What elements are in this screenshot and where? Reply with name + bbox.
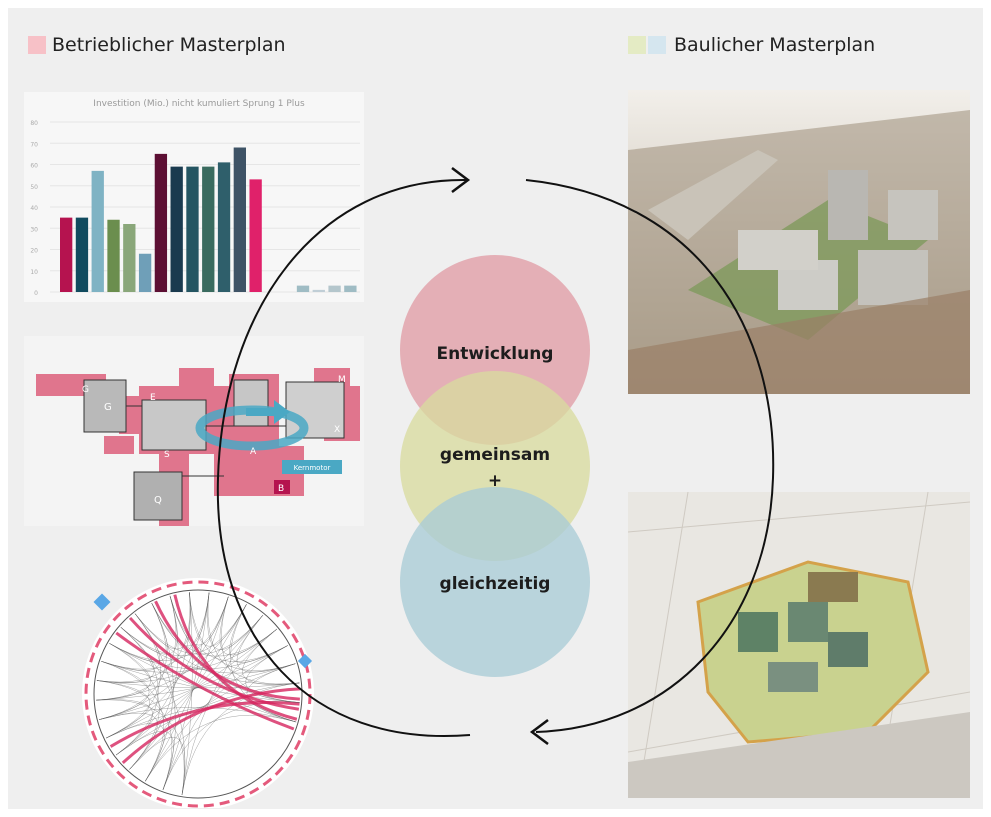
chord-line xyxy=(181,682,300,795)
diagram-panel: Betrieblicher Masterplan Baulicher Maste… xyxy=(8,8,983,810)
y-tick-label: 20 xyxy=(30,248,38,255)
bar xyxy=(154,153,168,292)
bar xyxy=(217,162,231,292)
chord-line xyxy=(99,707,297,723)
arrowhead-left-icon xyxy=(529,719,549,745)
y-tick-label: 50 xyxy=(30,184,38,191)
y-tick-label: 80 xyxy=(30,120,38,127)
bar xyxy=(344,285,357,292)
zone-badge xyxy=(274,480,290,494)
bar-chart-title: Investition (Mio.) nicht kumuliert Sprun… xyxy=(93,99,305,109)
chord-line xyxy=(109,596,229,661)
zone-frame xyxy=(233,379,269,427)
legend-baulicher: Baulicher Masterplan xyxy=(628,34,875,56)
chord-highlight xyxy=(128,616,300,711)
chord-line xyxy=(189,592,296,671)
site-plan xyxy=(628,492,970,798)
cycle-arrows xyxy=(216,167,775,745)
zone-frame xyxy=(133,471,183,521)
venn-label-gleichzeitig: gleichzeitig xyxy=(439,574,551,594)
bar xyxy=(249,179,262,292)
chord-line xyxy=(101,661,165,782)
chord-line xyxy=(96,592,191,683)
venn-label-gemeinsam: gemeinsam xyxy=(439,445,551,465)
chord-inner-ring xyxy=(93,589,303,799)
legend-label-betrieblicher: Betrieblicher Masterplan xyxy=(52,34,286,56)
bar xyxy=(233,147,246,292)
bar xyxy=(91,170,104,292)
y-tick-label: 40 xyxy=(30,205,38,212)
chord-line xyxy=(109,643,160,770)
chord-line xyxy=(105,613,161,739)
chord-line xyxy=(96,595,177,701)
bar xyxy=(186,166,199,292)
y-tick-label: 60 xyxy=(30,163,38,170)
chord-line xyxy=(230,604,297,723)
zone-label: G xyxy=(82,385,89,395)
bar xyxy=(138,253,152,292)
chord-highlight xyxy=(173,594,298,721)
chord-line xyxy=(116,627,159,756)
venn-circle-gleichzeitig xyxy=(400,487,590,677)
zone-frame xyxy=(83,379,127,433)
chord-line xyxy=(145,715,297,782)
bar xyxy=(328,285,341,292)
zone-label: G xyxy=(104,402,112,413)
bar-chart-svg: Investition (Mio.) nicht kumuliert Sprun… xyxy=(30,99,360,297)
venn-label-entwicklung: Entwicklung xyxy=(436,344,554,364)
chord-line xyxy=(221,596,300,703)
aerial-photo xyxy=(628,90,970,394)
chord-highlight xyxy=(121,687,300,765)
zone-label: X xyxy=(334,425,340,435)
arrowhead-right-icon xyxy=(451,167,471,193)
motor-label: Kernmotor xyxy=(294,464,331,472)
y-tick-label: 0 xyxy=(34,290,38,297)
legend-swatch-green xyxy=(628,36,646,54)
zone-label: M xyxy=(338,375,346,385)
zone-label: S xyxy=(164,450,170,460)
y-tick-label: 70 xyxy=(30,141,38,148)
bar xyxy=(123,224,136,292)
chord-background xyxy=(82,578,314,810)
chord-line xyxy=(96,680,173,790)
zone-label: A xyxy=(250,447,257,457)
venn-label-plus: + xyxy=(487,471,503,491)
chord-line xyxy=(99,603,167,720)
zone-label: E xyxy=(150,393,156,403)
cycle-arc-right xyxy=(525,179,775,733)
zone-diagram-svg: G G E S A M X Q B Kernmotor xyxy=(36,368,360,526)
cycle-arc-left xyxy=(216,178,471,738)
chord-lines xyxy=(96,592,300,795)
chord-diagram xyxy=(48,570,338,810)
chord-diagram-svg xyxy=(82,578,314,810)
bar xyxy=(75,217,89,292)
legend-betrieblicher: Betrieblicher Masterplan xyxy=(28,34,286,56)
chord-outer-ring xyxy=(84,580,312,808)
chord-line xyxy=(207,592,300,685)
bar xyxy=(202,166,215,292)
site-plan-svg xyxy=(628,492,970,798)
bar xyxy=(107,219,120,292)
aerial-photo-svg xyxy=(628,90,970,394)
chord-highlight xyxy=(115,631,295,731)
y-tick-label: 30 xyxy=(30,226,38,233)
chord-marker xyxy=(93,593,111,611)
motor-tag xyxy=(282,460,342,474)
bar xyxy=(296,285,310,292)
bar xyxy=(312,289,325,292)
zone-block xyxy=(104,436,134,454)
zone-label: B xyxy=(278,484,284,494)
bar xyxy=(170,166,183,292)
zone-label: Q xyxy=(154,495,162,506)
legend-swatch-blue xyxy=(648,36,666,54)
legend-swatch-pink xyxy=(28,36,46,54)
zone-diagram: G G E S A M X Q B Kernmotor xyxy=(24,336,364,526)
venn-diagram xyxy=(400,255,590,677)
motor-arrow-icon xyxy=(246,400,290,424)
bar xyxy=(60,217,73,292)
legend-label-baulicher: Baulicher Masterplan xyxy=(674,34,876,56)
investment-bar-chart: Investition (Mio.) nicht kumuliert Sprun… xyxy=(24,92,364,302)
chord-marker xyxy=(297,653,313,669)
y-tick-label: 10 xyxy=(30,269,38,276)
